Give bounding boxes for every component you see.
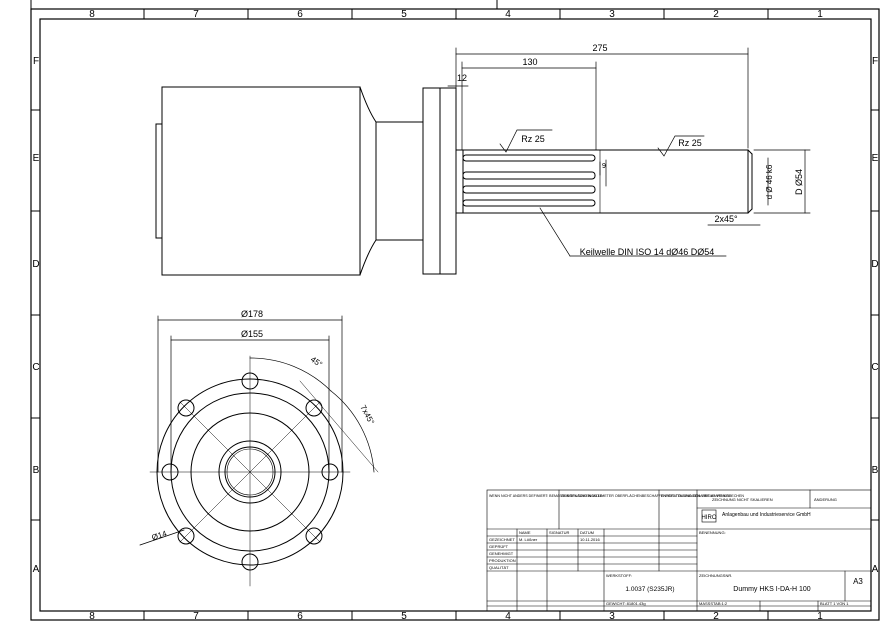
roughness-label-2: Rz 25 <box>678 138 702 148</box>
tb-no-scale: ZEICHNUNG NICHT SKALIEREN <box>712 497 773 502</box>
zone-col-8-bottom: 8 <box>89 611 95 622</box>
tb-date-header: DATUM <box>580 530 594 535</box>
tb-checked: GEPRÜFT <box>489 544 509 549</box>
zone-col-3-bottom: 3 <box>609 611 615 622</box>
outer-diameter-label: D Ø54 <box>794 169 804 195</box>
zone-col-4-bottom: 4 <box>505 611 511 622</box>
dim-12: 12 <box>457 73 467 83</box>
zone-row-f-right: F <box>872 56 878 67</box>
center-lines <box>149 355 379 587</box>
tb-drawn-date: 10.11.2016 <box>580 537 600 542</box>
tb-drawing-no: Dummy HKS I-DA-H 100 <box>733 586 811 593</box>
zone-col-7-bottom: 7 <box>193 611 199 622</box>
tb-revision: ÄNDERUNG <box>814 497 837 502</box>
spline-label: Keilwelle DIN ISO 14 dØ46 DØ54 <box>580 247 715 257</box>
tb-material-header: WERKSTOFF: <box>606 573 632 578</box>
zone-row-d-right: D <box>871 259 878 270</box>
zone-col-2-bottom: 2 <box>713 611 719 622</box>
tb-edges: ENTGRATEN UND SCHARFE KANTEN BRECHEN <box>661 494 744 498</box>
zone-row-e: E <box>33 153 40 164</box>
dim-hole: Ø14 <box>151 529 169 542</box>
tb-size: A3 <box>853 577 863 586</box>
title-block <box>486 489 872 612</box>
zone-ticks <box>30 8 880 621</box>
front-dimensions <box>139 315 375 546</box>
tb-general-note: WENN NICHT ANDERS DEFINIERT: BEMASSUNGEN… <box>489 494 732 498</box>
chamfer-label: 2x45° <box>714 214 738 224</box>
tb-company: Anlagenbau und Industrieservice GmbH <box>722 512 811 518</box>
zone-row-b: B <box>33 465 40 476</box>
tb-production: PRODUKTION <box>489 558 516 563</box>
zone-row-a: A <box>33 564 40 575</box>
tb-logo: HIRO <box>702 515 717 521</box>
tb-designation: BENENNUNG: <box>699 530 726 535</box>
dim-d178: Ø178 <box>241 309 263 319</box>
tb-drawn-name: M. Lößner <box>519 537 538 542</box>
zone-row-f: F <box>33 56 39 67</box>
tb-drawing-no-header: ZEICHNUNGSNR. <box>699 573 732 578</box>
angle-45: 45° <box>309 355 324 369</box>
dim-275: 275 <box>592 43 607 53</box>
zone-col-5: 5 <box>401 9 407 20</box>
tb-sheet: BLATT 1 VON 1 <box>820 601 849 606</box>
tb-approved: GENEHMIGT <box>489 551 514 556</box>
tb-material: 1.0037 (S235JR) <box>625 586 674 593</box>
tb-scale: MASSSTAB:1:2 <box>699 601 728 606</box>
zone-col-6-bottom: 6 <box>297 611 303 622</box>
side-view <box>155 86 753 276</box>
roughness-label-1: Rz 25 <box>521 134 545 144</box>
dim-d155: Ø155 <box>241 329 263 339</box>
zone-col-3: 3 <box>609 9 615 20</box>
zone-col-2: 2 <box>713 9 719 20</box>
zone-col-4: 4 <box>505 9 511 20</box>
zone-col-1-bottom: 1 <box>817 611 823 622</box>
dim-9: 9 <box>602 163 606 170</box>
tb-weight: GEWICHT: 81801.43g <box>606 601 646 606</box>
zone-row-b-right: B <box>872 465 879 476</box>
sheet-border <box>30 8 880 621</box>
tb-surface: OBERFLÄCHENGÜTE: <box>561 493 603 498</box>
tb-signature-header: SIGNATUR <box>549 530 569 535</box>
dim-130: 130 <box>522 57 537 67</box>
tb-name-header: NAME <box>519 530 531 535</box>
zone-col-8: 8 <box>89 9 95 20</box>
tb-drawn: GEZEICHNET <box>489 537 515 542</box>
zone-col-6: 6 <box>297 9 303 20</box>
side-dimensions <box>447 47 811 257</box>
zone-row-d: D <box>32 259 39 270</box>
zone-row-c: C <box>32 362 39 373</box>
zone-col-1: 1 <box>817 9 823 20</box>
zone-row-a-right: A <box>872 564 879 575</box>
zone-col-5-bottom: 5 <box>401 611 407 622</box>
zone-row-c-right: C <box>871 362 878 373</box>
zone-col-7: 7 <box>193 9 199 20</box>
fit-label: d Ø 46 k6 <box>765 164 774 199</box>
tb-quality: QUALITÄT <box>489 565 509 570</box>
zone-row-e-right: E <box>872 153 879 164</box>
angle-7x45: 7x45° <box>358 404 376 426</box>
